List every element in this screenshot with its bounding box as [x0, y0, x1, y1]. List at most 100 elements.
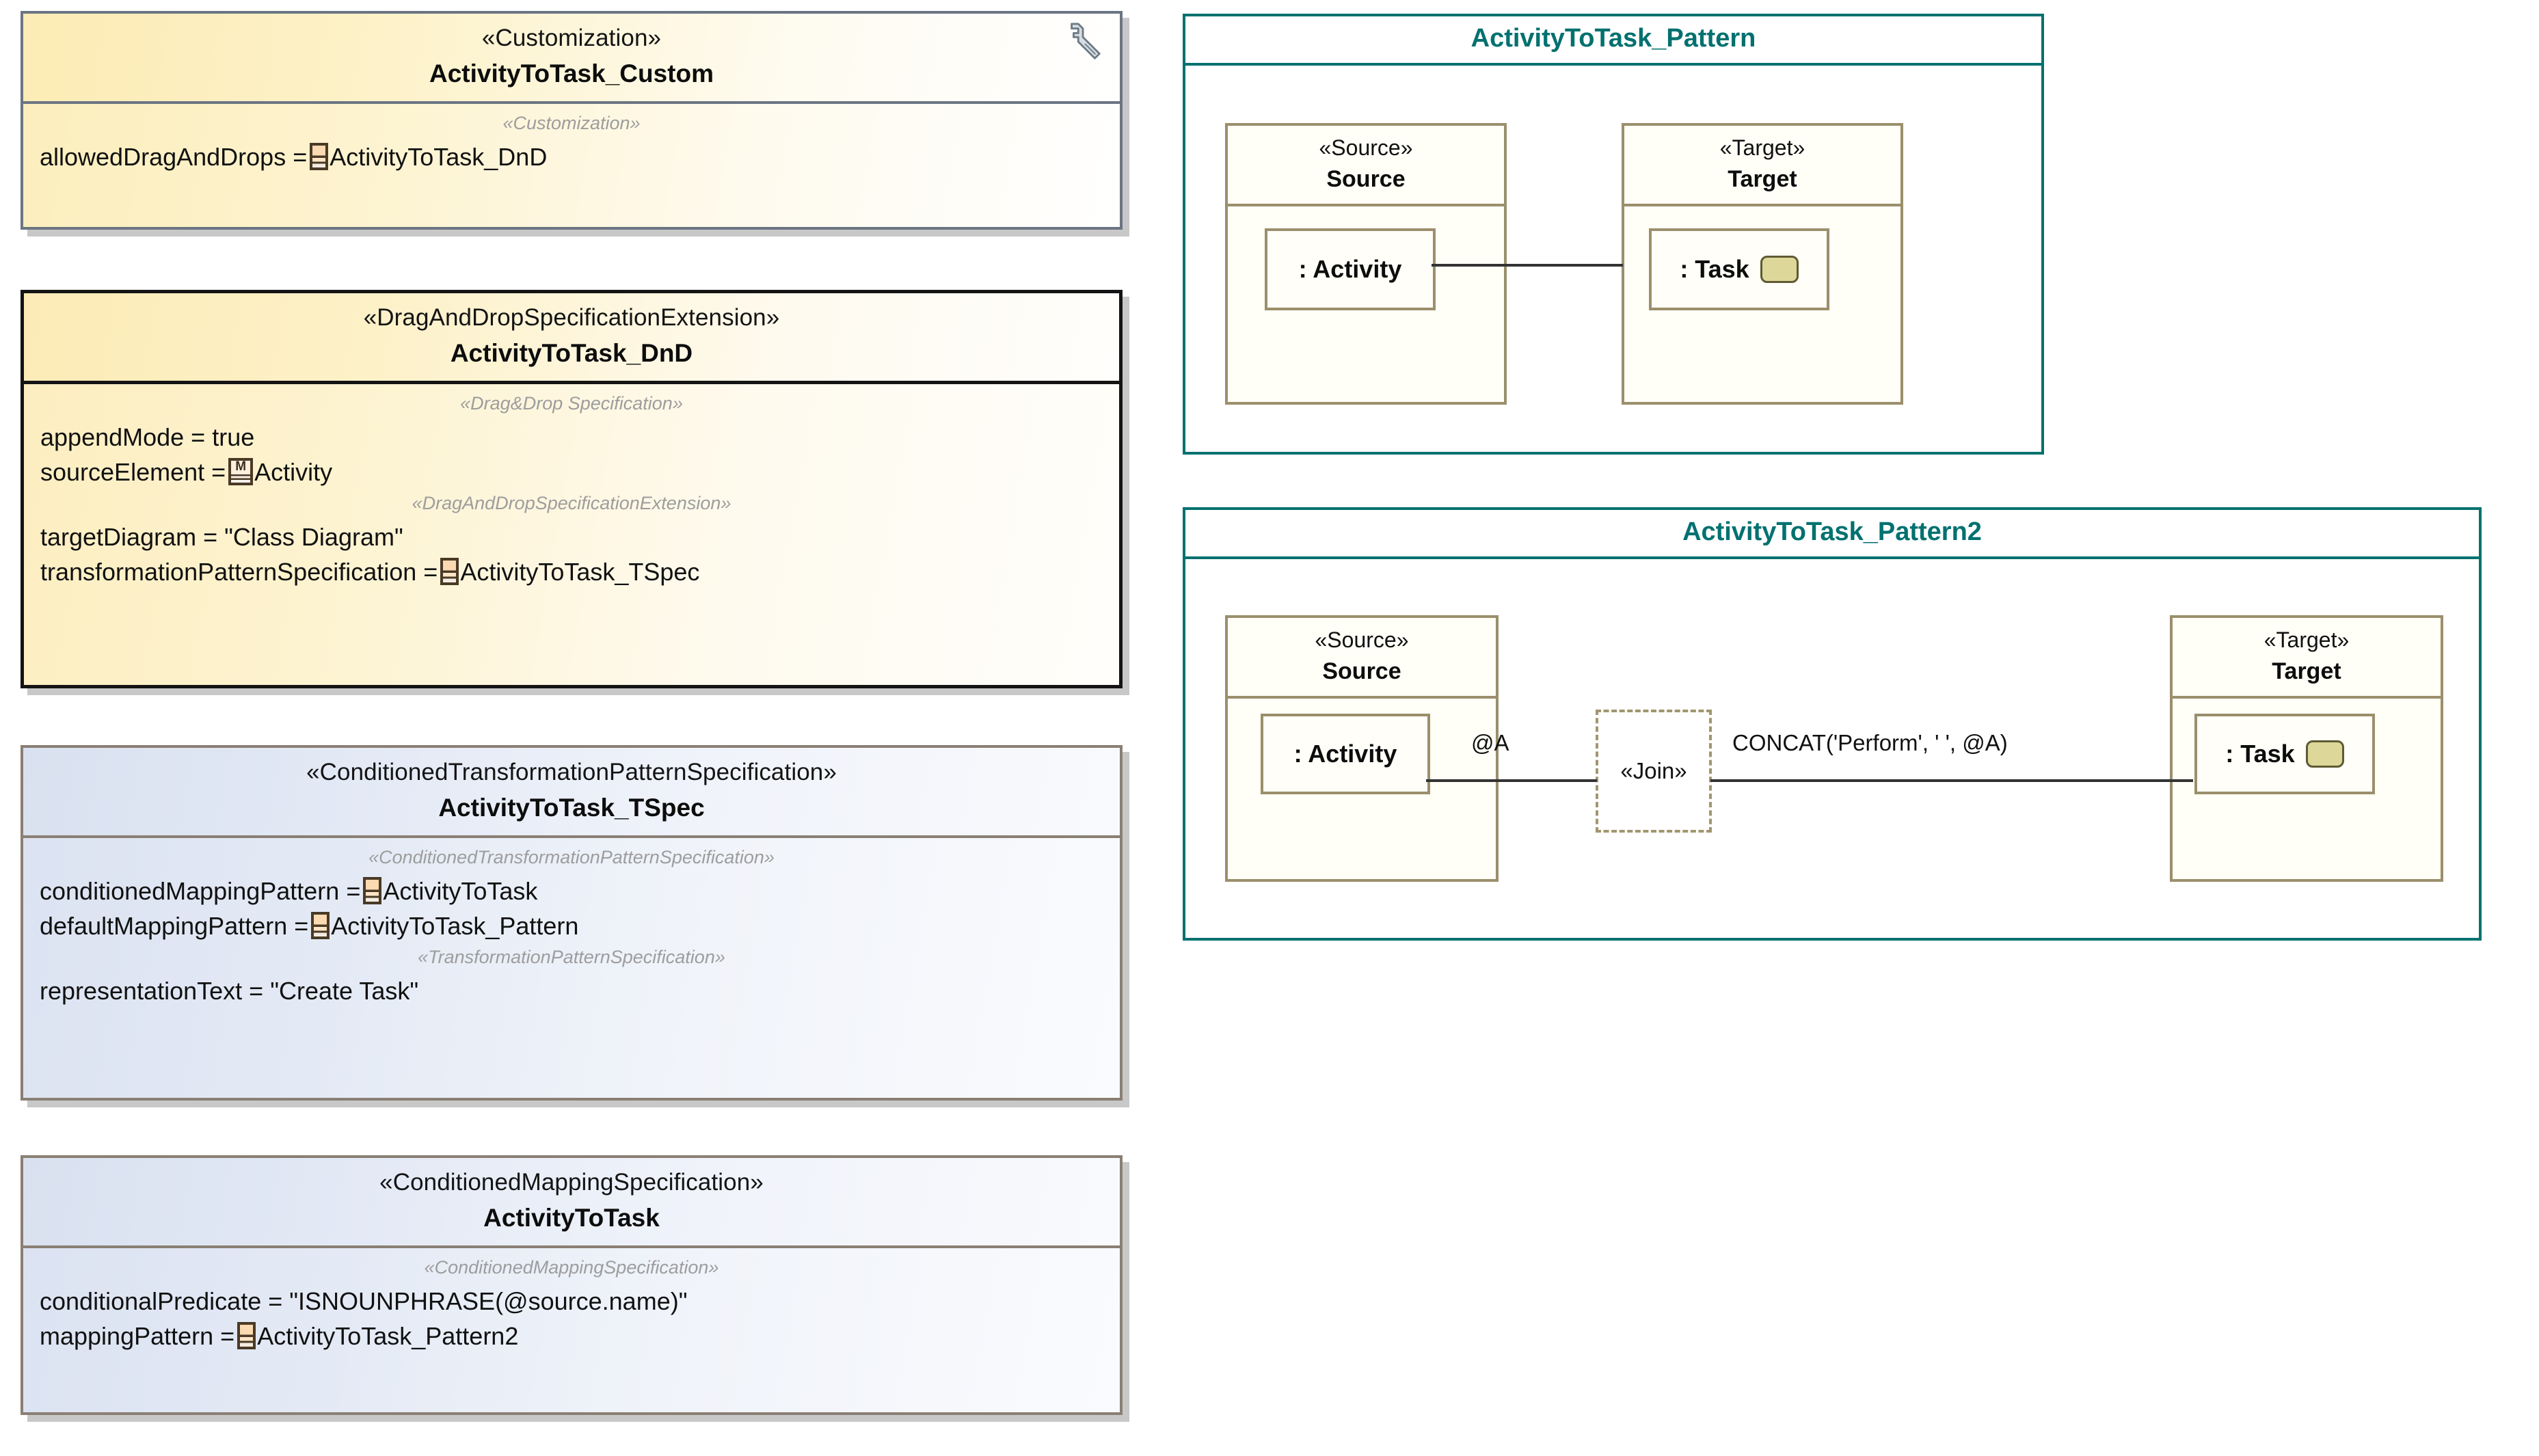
instance-node-activity[interactable]: : Activity: [1261, 713, 1430, 794]
class-attributes: «ConditionedTransformationPatternSpecifi…: [23, 838, 1120, 1098]
slot-conditioned-mapping-pattern: conditionedMappingPattern = ActivityToTa…: [40, 874, 1103, 908]
slot-label: targetDiagram = "Class Diagram": [40, 522, 403, 551]
class-name: ActivityToTask_Custom: [429, 59, 714, 87]
class-name: ActivityToTask_TSpec: [438, 793, 705, 822]
slot-value[interactable]: ActivityToTask_Pattern: [331, 911, 579, 940]
instance-node-task[interactable]: : Task: [1649, 228, 1829, 310]
slot-transformation-pattern-specification: transformationPatternSpecification = Act…: [40, 554, 1103, 589]
role-body: : Task: [2173, 699, 2441, 879]
class-name: ActivityToTask_DnD: [450, 338, 693, 367]
class-header: «DragAndDropSpecificationExtension» Acti…: [24, 293, 1119, 384]
join-stereotype: «Join»: [1620, 757, 1687, 783]
instance-label: : Activity: [1293, 739, 1397, 768]
slot-mapping-pattern: mappingPattern = ActivityToTask_Pattern2: [40, 1319, 1103, 1353]
role-stereotype: «Source»: [1315, 627, 1409, 652]
pattern-frame-activity-to-task-pattern[interactable]: ActivityToTask_Pattern «Source» Source :…: [1183, 14, 2044, 455]
role-name: Target: [1728, 165, 1797, 192]
slot-value[interactable]: ActivityToTask_Pattern2: [257, 1321, 519, 1350]
slot-group-label: «DragAndDropSpecificationExtension»: [412, 492, 731, 513]
uml-metaclass-icon: [228, 458, 254, 486]
wrench-icon[interactable]: [1062, 22, 1105, 64]
class-header: «Customization» ActivityToTask_Custom: [23, 14, 1120, 104]
slot-append-mode: appendMode = true: [40, 420, 1103, 455]
class-box-activity-to-task-tspec[interactable]: «ConditionedTransformationPatternSpecifi…: [21, 745, 1129, 1107]
class-stereotype: «ConditionedTransformationPatternSpecifi…: [306, 759, 837, 785]
slot-label: allowedDragAndDrops =: [40, 142, 308, 171]
bpmn-task-icon: [1760, 255, 1799, 283]
slot-group-label: «TransformationPatternSpecification»: [418, 946, 725, 967]
class-attributes: «Drag&Drop Specification» appendMode = t…: [24, 384, 1119, 685]
slot-value[interactable]: ActivityToTask_TSpec: [460, 557, 700, 586]
class-header: «ConditionedTransformationPatternSpecifi…: [23, 748, 1120, 838]
slot-label: sourceElement =: [40, 457, 226, 486]
slot-value[interactable]: Activity: [254, 457, 333, 486]
slot-default-mapping-pattern: defaultMappingPattern = ActivityToTask_P…: [40, 908, 1103, 943]
role-box-source[interactable]: «Source» Source : Activity: [1225, 615, 1499, 882]
join-node[interactable]: «Join»: [1596, 709, 1712, 833]
slot-label: conditionalPredicate = "ISNOUNPHRASE(@so…: [40, 1286, 688, 1315]
uml-class-icon: [311, 912, 330, 940]
slot-group-label: «Drag&Drop Specification»: [460, 392, 683, 414]
class-stereotype: «ConditionedMappingSpecification»: [379, 1169, 764, 1196]
instance-label: : Activity: [1298, 254, 1402, 283]
class-header: «ConditionedMappingSpecification» Activi…: [23, 1158, 1120, 1248]
slot-allowed-drag-and-drops: allowedDragAndDrops = ActivityToTask_DnD: [40, 139, 1103, 174]
instance-label: : Task: [1680, 254, 1749, 283]
class-box-activity-to-task-custom[interactable]: «Customization» ActivityToTask_Custom «C…: [21, 11, 1129, 237]
slot-label: transformationPatternSpecification =: [40, 557, 438, 586]
pattern-canvas: «Source» Source : Activity «Target» Targ…: [1185, 66, 2041, 501]
edge-label-at-a: @A: [1471, 729, 1509, 755]
instance-node-activity[interactable]: : Activity: [1265, 228, 1436, 310]
class-attributes: «ConditionedMappingSpecification» condit…: [23, 1248, 1120, 1412]
slot-group-label: «ConditionedTransformationPatternSpecifi…: [368, 846, 775, 867]
slot-group-label: «Customization»: [502, 112, 641, 133]
slot-label: conditionedMappingPattern =: [40, 876, 361, 905]
edge-label-concat: CONCAT('Perform', ' ', @A): [1732, 729, 2008, 755]
slot-conditional-predicate: conditionalPredicate = "ISNOUNPHRASE(@so…: [40, 1284, 1103, 1319]
class-stereotype: «Customization»: [481, 25, 662, 51]
uml-class-icon: [310, 143, 329, 171]
pattern-title: ActivityToTask_Pattern: [1185, 16, 2041, 66]
role-header: «Source» Source: [1228, 126, 1504, 206]
role-header: «Target» Target: [2173, 618, 2441, 699]
slot-label: mappingPattern =: [40, 1321, 235, 1350]
role-header: «Source» Source: [1228, 618, 1496, 699]
slot-label: representationText = "Create Task": [40, 976, 419, 1005]
connector-join-to-task[interactable]: [1710, 779, 2193, 782]
slot-value[interactable]: ActivityToTask: [383, 876, 538, 905]
role-name: Target: [2272, 658, 2341, 684]
role-box-target[interactable]: «Target» Target : Task: [2170, 615, 2443, 882]
role-box-target[interactable]: «Target» Target : Task: [1622, 122, 1903, 405]
role-body: : Activity: [1228, 206, 1504, 402]
role-stereotype: «Target»: [2263, 627, 2350, 652]
slot-target-diagram: targetDiagram = "Class Diagram": [40, 520, 1103, 554]
slot-source-element: sourceElement = Activity: [40, 455, 1103, 489]
slot-representation-text: representationText = "Create Task": [40, 973, 1103, 1008]
instance-node-task[interactable]: : Task: [2194, 713, 2375, 794]
uml-class-icon: [440, 558, 459, 586]
connector-activity-to-join[interactable]: [1426, 779, 1597, 782]
role-stereotype: «Source»: [1319, 135, 1413, 160]
pattern-title: ActivityToTask_Pattern2: [1185, 510, 2479, 559]
role-header: «Target» Target: [1624, 126, 1900, 206]
class-stereotype: «DragAndDropSpecificationExtension»: [363, 304, 780, 331]
uml-class-icon: [237, 1322, 256, 1350]
role-stereotype: «Target»: [1719, 135, 1805, 160]
bpmn-task-icon: [2305, 740, 2344, 768]
role-body: : Activity: [1228, 699, 1496, 879]
class-name: ActivityToTask: [483, 1203, 660, 1232]
uml-class-icon: [363, 877, 382, 905]
pattern-frame-activity-to-task-pattern2[interactable]: ActivityToTask_Pattern2 «Source» Source …: [1183, 507, 2482, 941]
connector-activity-to-task[interactable]: [1432, 263, 1623, 267]
instance-label: : Task: [2225, 739, 2295, 768]
slot-group-label: «ConditionedMappingSpecification»: [424, 1256, 719, 1278]
pattern-canvas: «Source» Source : Activity «Join» «Targe…: [1185, 559, 2479, 987]
role-name: Source: [1322, 658, 1401, 684]
slot-label: defaultMappingPattern =: [40, 911, 309, 940]
role-name: Source: [1326, 165, 1406, 192]
class-attributes: «Customization» allowedDragAndDrops = Ac…: [23, 104, 1120, 227]
role-body: : Task: [1624, 206, 1900, 402]
slot-value[interactable]: ActivityToTask_DnD: [330, 142, 548, 171]
class-box-activity-to-task[interactable]: «ConditionedMappingSpecification» Activi…: [21, 1155, 1129, 1422]
class-box-activity-to-task-dnd[interactable]: «DragAndDropSpecificationExtension» Acti…: [21, 290, 1129, 695]
